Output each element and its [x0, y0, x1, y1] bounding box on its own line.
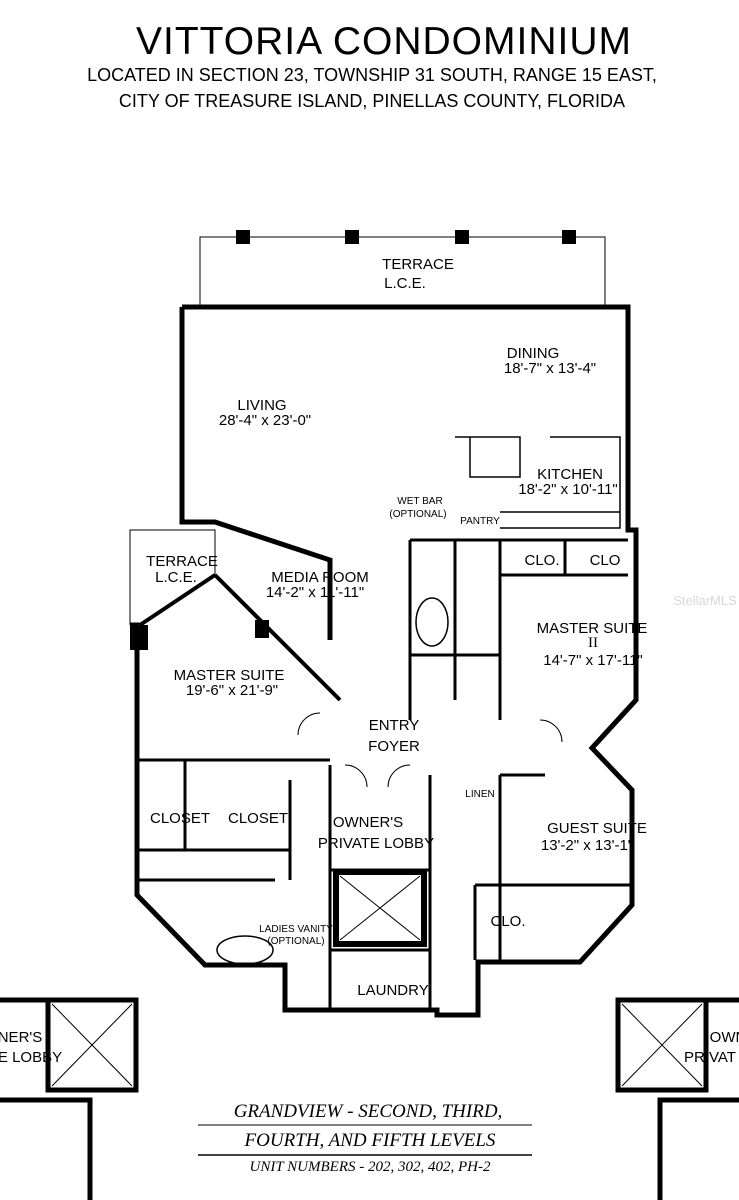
dining-size: 18'-7" x 13'-4" — [503, 360, 597, 377]
terrace-side-note: L.C.E. — [155, 569, 197, 586]
kitchen-label: KITCHEN — [537, 466, 603, 483]
exterior-wall — [130, 304, 639, 1018]
wet-bar-label: WET BAR — [397, 496, 443, 507]
kitchen-size: 18'-2" x 10'-11" — [518, 481, 618, 498]
subtitle-line-1: LOCATED IN SECTION 23, TOWNSHIP 31 SOUTH… — [87, 65, 657, 85]
master-suite-2-numeral: II — [588, 635, 598, 651]
master-suite-2-size: 14'-7" x 17'-11" — [543, 652, 643, 669]
column-blocks — [130, 230, 576, 650]
neighbor-walls — [0, 997, 739, 1200]
terrace-outline — [199, 236, 606, 307]
terrace-side-label: TERRACE — [146, 553, 218, 570]
living-left-wall — [179, 307, 333, 640]
neighbor-right-elevator — [615, 997, 709, 1093]
ladies-vanity-label: LADIES VANITY — [259, 924, 333, 935]
interior-walls — [137, 538, 632, 1010]
watermark: StellarMLS — [673, 593, 737, 608]
closet-label: CLO. — [524, 552, 560, 569]
wet-bar-note: (OPTIONAL) — [389, 509, 447, 520]
bathtub — [415, 597, 449, 647]
closet-label: CLOSET — [227, 810, 289, 827]
page-title: VITTORIA CONDOMINIUM — [136, 20, 632, 63]
neighbor-left-label-2: E LOBBY — [0, 1049, 63, 1066]
terrace-side-outline — [129, 529, 216, 625]
media-room-size: 14'-2" x 11'-11" — [265, 584, 365, 601]
laundry-label: LAUNDRY — [357, 982, 429, 999]
dining-label: DINING — [506, 345, 560, 362]
closet-label: CLO — [589, 552, 621, 569]
footer-line-1: GRANDVIEW - SECOND, THIRD, — [233, 1101, 503, 1122]
terrace-top-label: TERRACE — [382, 256, 454, 273]
elevator-shaft — [333, 869, 427, 947]
media-room-label: MEDIA ROOM — [271, 569, 369, 586]
master-suite-2-label: MASTER SUITE — [536, 620, 648, 637]
footer-line-3: UNIT NUMBERS - 202, 302, 402, PH-2 — [249, 1159, 491, 1175]
living-size: 28'-4" x 23'-0" — [218, 412, 312, 429]
guest-suite-size: 13'-2" x 13'-1" — [540, 837, 634, 854]
master-suite-size: 19'-6" x 21'-9" — [185, 682, 279, 699]
neighbor-left-cross — [51, 1003, 133, 1087]
terrace-top-note: L.C.E. — [384, 275, 426, 292]
pantry-label: PANTRY — [460, 516, 500, 527]
subtitle-line-2: CITY OF TREASURE ISLAND, PINELLAS COUNTY… — [118, 91, 626, 111]
living-label: LIVING — [237, 397, 287, 414]
kitchen-counter — [455, 436, 621, 529]
linen-label: LINEN — [465, 789, 495, 800]
neighbor-right-label: OWN — [709, 1029, 739, 1046]
footer-line-2: FOURTH, AND FIFTH LEVELS — [244, 1130, 496, 1151]
closet-label: CLOSET — [149, 810, 211, 827]
foyer-label: FOYER — [368, 738, 420, 755]
neighbor-right-label-2: PRIVAT — [684, 1049, 736, 1066]
owners-lobby-label: OWNER'S — [332, 814, 404, 831]
elevator-cross — [339, 875, 421, 941]
door-swing — [297, 712, 563, 788]
neighbor-right-cross — [621, 1003, 703, 1087]
entry-label: ENTRY — [368, 717, 420, 734]
neighbor-left-elevator — [45, 997, 139, 1093]
master-suite-label: MASTER SUITE — [173, 667, 285, 684]
bathtub — [216, 935, 274, 965]
neighbor-left-label: NER'S — [0, 1029, 43, 1046]
guest-closet-label: CLO. — [490, 913, 526, 930]
ladies-vanity-note: (OPTIONAL) — [267, 936, 325, 947]
media-diagonal-wall — [138, 573, 342, 702]
guest-suite-label: GUEST SUITE — [547, 820, 647, 837]
owners-lobby-label-2: PRIVATE LOBBY — [317, 835, 435, 852]
